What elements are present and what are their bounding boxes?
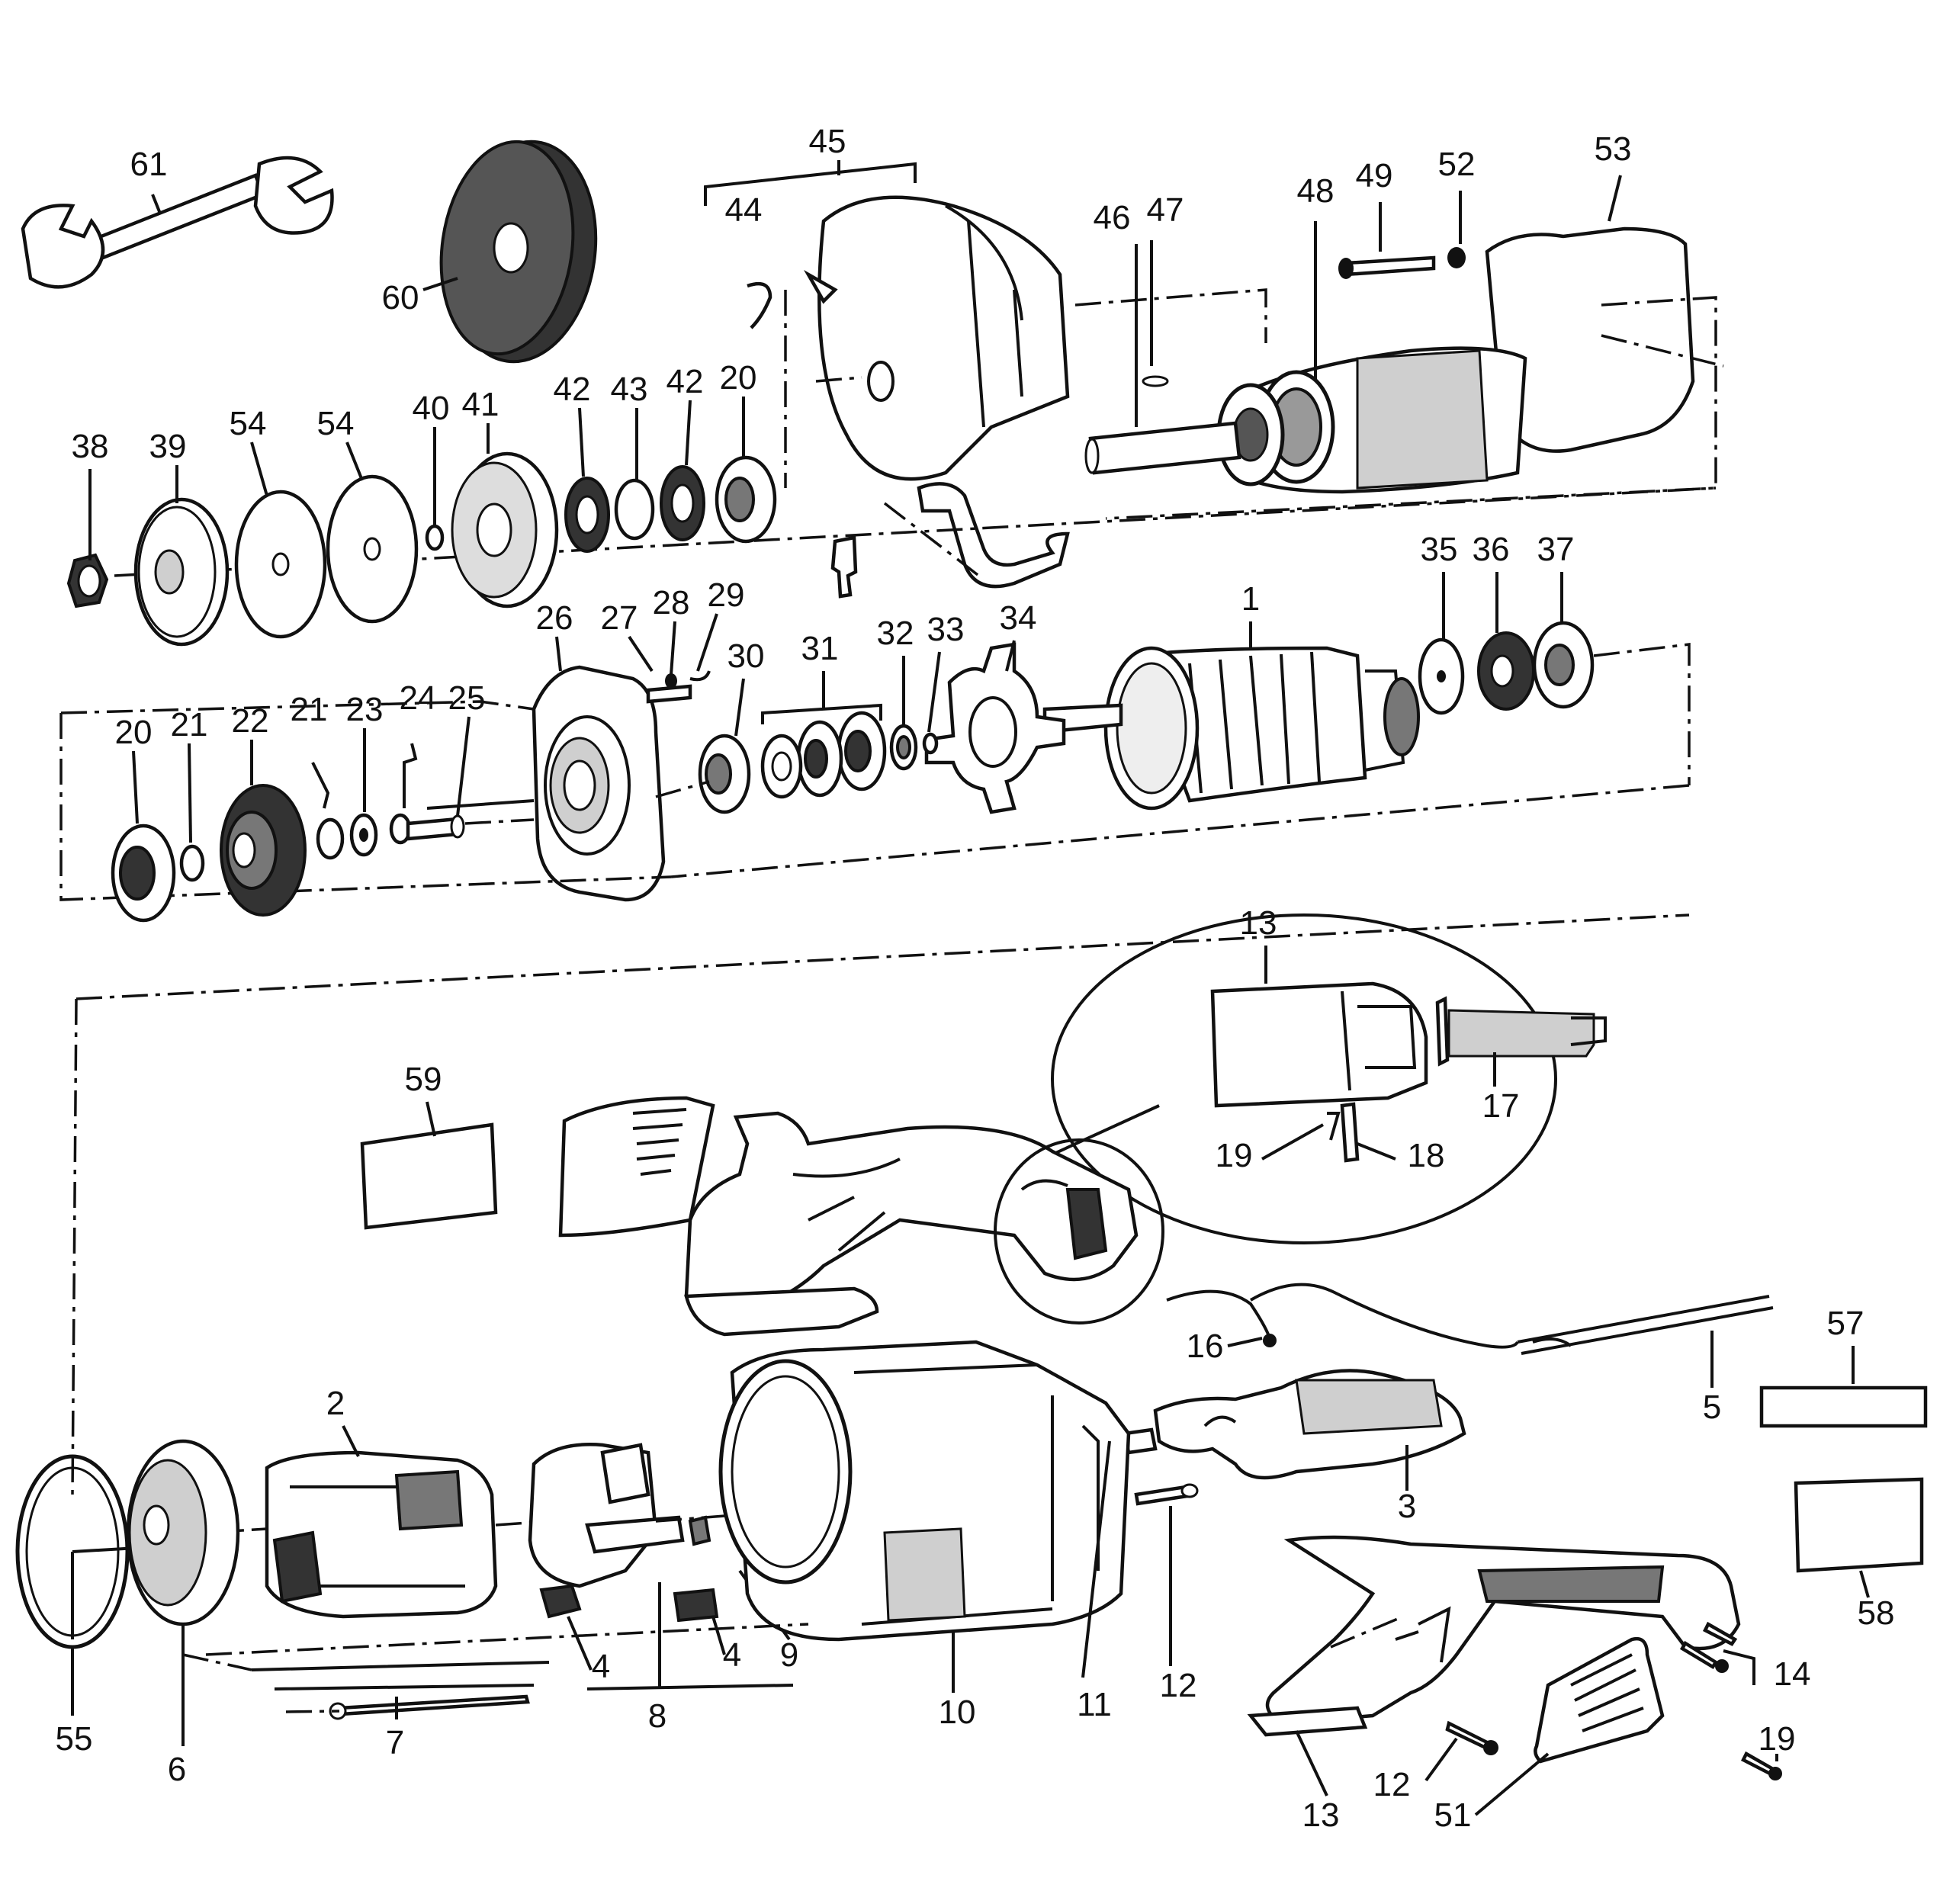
motor-housing-10 <box>718 1340 1131 1693</box>
part-label-7: 7 <box>386 1724 404 1761</box>
switch-housing-3 <box>1123 1369 1466 1491</box>
fan-34 <box>698 640 1066 814</box>
part-label-48: 48 <box>1297 172 1335 210</box>
part-label-55: 55 <box>56 1720 93 1758</box>
part-label-42a: 42 <box>554 371 591 408</box>
part-label-47: 47 <box>1147 191 1184 229</box>
part-label-39: 39 <box>149 428 187 465</box>
part-label-52: 52 <box>1438 146 1476 183</box>
handle-assembly-upper <box>558 1096 1164 1337</box>
part-label-20a: 20 <box>720 359 757 397</box>
part-label-59: 59 <box>405 1061 442 1098</box>
part-label-58: 58 <box>1858 1594 1895 1632</box>
bearing-cover-6 <box>126 1439 252 1746</box>
part-label-26: 26 <box>536 599 573 637</box>
screws-11-12 <box>1081 1440 1199 1678</box>
part-label-30: 30 <box>728 637 765 675</box>
part-label-4a: 4 <box>592 1648 610 1685</box>
armature-1 <box>1042 572 1691 811</box>
part-label-37: 37 <box>1537 531 1575 568</box>
part-label-35: 35 <box>1421 531 1458 568</box>
gear-case-26 <box>59 613 1690 902</box>
part-label-46: 46 <box>1094 199 1131 236</box>
part-label-24: 24 <box>400 679 437 717</box>
part-label-44: 44 <box>725 191 763 229</box>
grinding-wheel-60 <box>422 140 598 364</box>
disc-stack-38-20 <box>66 397 1717 647</box>
part-label-19b: 19 <box>1759 1720 1796 1758</box>
switch-detail-13-17 <box>1025 913 1607 1244</box>
part-label-22: 22 <box>232 702 269 740</box>
part-label-25: 25 <box>448 679 486 717</box>
label-plate-57 <box>1759 1346 1928 1428</box>
part-label-11: 11 <box>1077 1686 1112 1723</box>
part-label-21a: 21 <box>171 706 208 743</box>
part-label-51: 51 <box>1434 1796 1472 1834</box>
part-label-45: 45 <box>809 123 846 160</box>
part-label-17: 17 <box>1482 1087 1520 1125</box>
part-label-21b: 21 <box>291 691 328 728</box>
part-label-33: 33 <box>927 611 965 648</box>
part-label-6: 6 <box>168 1751 186 1788</box>
label-plate-59 <box>360 1101 498 1230</box>
part-label-13a: 13 <box>1240 904 1277 942</box>
part-label-2: 2 <box>326 1385 345 1422</box>
part-label-4b: 4 <box>723 1636 741 1674</box>
part-label-16: 16 <box>1187 1328 1224 1365</box>
part-label-19a: 19 <box>1216 1137 1253 1174</box>
part-label-61: 61 <box>130 146 168 183</box>
part-label-10: 10 <box>939 1694 976 1731</box>
part-label-20b: 20 <box>115 714 153 751</box>
part-label-9: 9 <box>780 1636 798 1674</box>
gear-shaft-parts-20-25 <box>111 716 535 923</box>
part-label-5: 5 <box>1703 1389 1721 1426</box>
clamp-bracket <box>830 482 1070 599</box>
part-label-60: 60 <box>382 279 419 316</box>
part-label-12a: 12 <box>1160 1667 1197 1704</box>
part-label-3: 3 <box>1398 1488 1416 1525</box>
part-label-53: 53 <box>1595 130 1632 168</box>
wrench-61 <box>21 156 334 289</box>
rod-7 <box>251 1661 550 1720</box>
brush-holder-8 <box>528 1443 794 1690</box>
part-label-13b: 13 <box>1302 1796 1340 1834</box>
part-label-57: 57 <box>1827 1305 1865 1342</box>
part-label-14: 14 <box>1774 1655 1811 1693</box>
part-label-42b: 42 <box>666 363 704 400</box>
cable-5-16 <box>1166 1283 1774 1388</box>
wheel-guard-45 <box>704 160 1267 488</box>
part-label-41: 41 <box>462 386 499 423</box>
part-label-34: 34 <box>1000 599 1037 637</box>
part-label-27: 27 <box>601 599 638 637</box>
part-label-1: 1 <box>1241 580 1260 618</box>
label-plate-58 <box>1794 1477 1924 1598</box>
handle-lower-13-14-51 <box>1247 1535 1782 1816</box>
assembly-dash-lines <box>71 913 1690 1656</box>
part-label-8: 8 <box>648 1697 666 1735</box>
part-label-40: 40 <box>413 390 450 427</box>
part-label-28: 28 <box>653 584 690 621</box>
part-label-54a: 54 <box>230 405 267 442</box>
part-label-23: 23 <box>346 691 384 728</box>
part-label-36: 36 <box>1473 531 1510 568</box>
part-label-49: 49 <box>1356 157 1393 194</box>
part-label-32: 32 <box>877 615 914 652</box>
part-label-12b: 12 <box>1373 1766 1411 1803</box>
part-label-18: 18 <box>1408 1137 1445 1174</box>
field-coil-2 <box>205 1425 550 1619</box>
gear-housing-48-53 <box>1084 175 1724 520</box>
part-label-54b: 54 <box>317 405 355 442</box>
part-label-29: 29 <box>708 576 745 614</box>
part-label-43: 43 <box>611 371 648 408</box>
part-label-38: 38 <box>72 428 109 465</box>
end-cap-55 <box>15 1454 138 1716</box>
part-label-31: 31 <box>801 630 839 667</box>
